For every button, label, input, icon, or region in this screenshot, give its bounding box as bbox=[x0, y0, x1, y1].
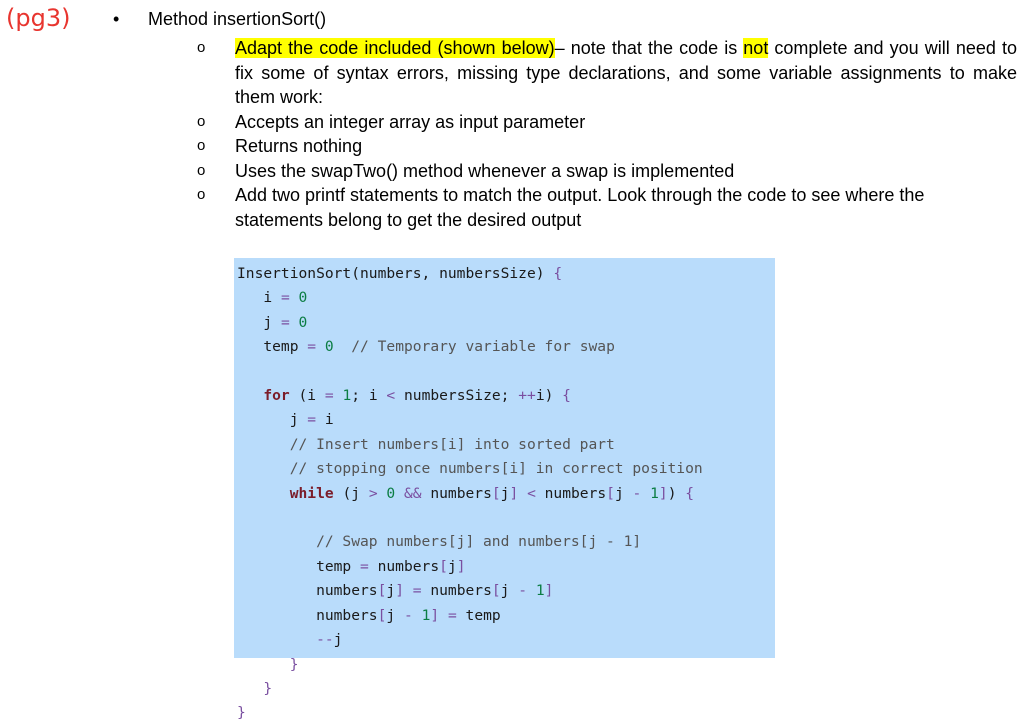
list-marker: o bbox=[197, 39, 206, 56]
code-line: InsertionSort(numbers, numbersSize) { bbox=[237, 265, 563, 282]
code-line: // Insert numbers[i] into sorted part bbox=[289, 435, 615, 453]
code-line: j = i bbox=[237, 411, 334, 429]
item-text: Add two printf statements to match the o… bbox=[235, 185, 925, 230]
list-item: o Returns nothing bbox=[197, 134, 1017, 159]
item-text: Uses the swapTwo() method whenever a swa… bbox=[235, 160, 735, 181]
list-marker: o bbox=[197, 186, 206, 203]
code-line: } bbox=[237, 704, 246, 722]
code-line: i = 0 bbox=[237, 289, 308, 307]
code-line: temp = numbers[j] bbox=[237, 557, 466, 575]
list-marker: o bbox=[197, 112, 206, 130]
list-item: o Adapt the code included (shown below)–… bbox=[197, 36, 1017, 110]
list-marker: o bbox=[197, 161, 206, 179]
code-block: InsertionSort(numbers, numbersSize) { i … bbox=[234, 258, 775, 726]
item-text: Accepts an integer array as input parame… bbox=[235, 111, 586, 132]
item-text: Returns nothing bbox=[235, 136, 363, 156]
page-number-tag: (pg3) bbox=[6, 4, 71, 32]
list-item: o Accepts an integer array as input para… bbox=[197, 110, 1017, 135]
highlighted-text: Adapt the code included (shown below) bbox=[235, 38, 555, 58]
code-line: while (j > 0 && numbers[j] < numbers[j -… bbox=[289, 484, 695, 502]
code-line: } bbox=[263, 679, 273, 697]
code-line: numbers[j - 1] = temp bbox=[237, 606, 501, 624]
code-line: } bbox=[289, 655, 299, 673]
requirements-list: o Adapt the code included (shown below)–… bbox=[197, 36, 1017, 232]
list-item: o Uses the swapTwo() method whenever a s… bbox=[197, 159, 1017, 184]
code-line: // stopping once numbers[i] in correct p… bbox=[289, 460, 703, 478]
highlighted-text: not bbox=[743, 38, 769, 58]
code-line: --j bbox=[316, 631, 343, 649]
list-marker: o bbox=[197, 137, 206, 154]
code-line: j = 0 bbox=[237, 313, 308, 331]
code-line: temp = 0 // Temporary variable for swap bbox=[237, 338, 615, 356]
list-item: o Add two printf statements to match the… bbox=[197, 183, 1017, 232]
code-line: for (i = 1; i < numbersSize; ++i) { bbox=[263, 387, 571, 405]
method-heading-text: Method insertionSort() bbox=[148, 9, 327, 29]
code-snippet: InsertionSort(numbers, numbersSize) { i … bbox=[234, 258, 775, 721]
code-line: numbers[j] = numbers[j - 1] bbox=[237, 582, 554, 600]
code-line: // Swap numbers[j] and numbers[j - 1] bbox=[316, 533, 642, 551]
item-text: – note that the code is bbox=[554, 38, 744, 58]
item-text: complete and you will need to fix some o… bbox=[235, 38, 1017, 107]
bullet-marker: • bbox=[113, 9, 120, 29]
